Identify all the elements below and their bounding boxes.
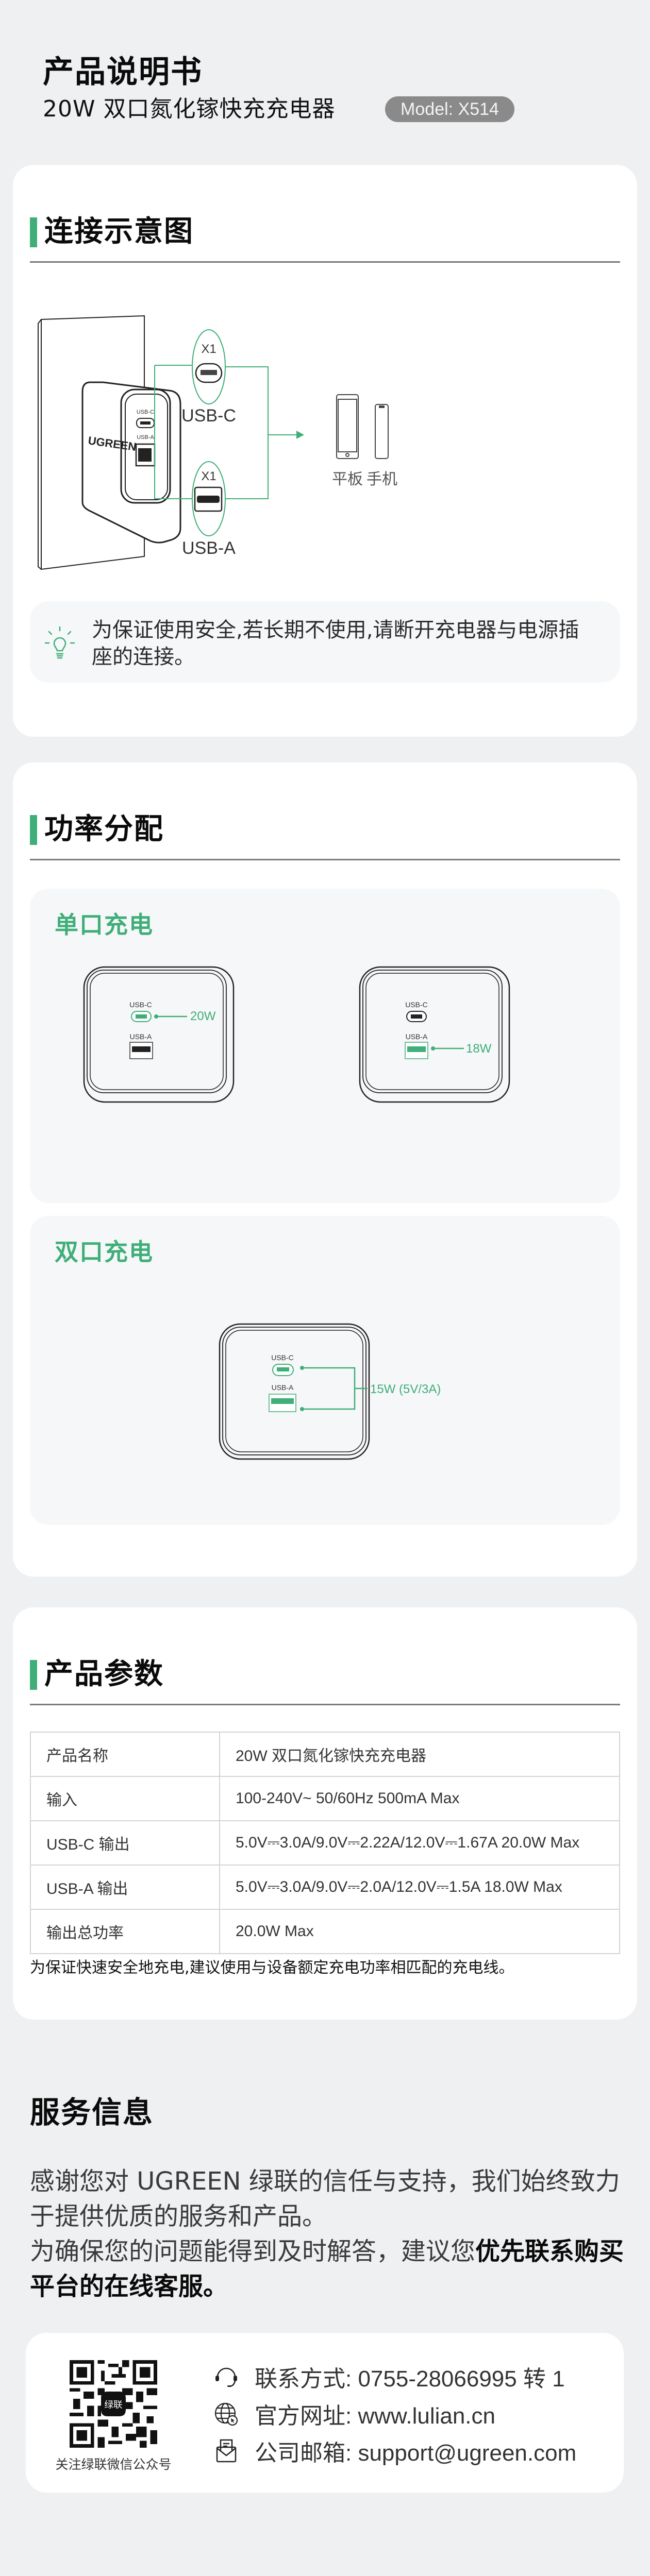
charger-front-icon [359,966,510,1103]
safety-tip-box: 为保证使用安全,若长期不使用,请断开充电器与电源插座的连接。 [30,601,620,683]
single-a-power: 18W [466,1042,492,1056]
section-accent-bar [30,217,37,247]
table-row: USB-A 输出 5.0V⎓3.0A/9.0V⎓2.0A/12.0V⎓1.5A … [30,1865,620,1910]
phone-icon [375,404,389,459]
svg-text:X1: X1 [201,342,216,356]
contact-website-text[interactable]: 官方网址: www.lulian.cn [255,2403,496,2429]
section-title-power: 功率分配 [44,812,164,846]
table-row: USB-C 输出 5.0V⎓3.0A/9.0V⎓2.22A/12.0V⎓1.67… [30,1820,620,1866]
contact-card: 绿联 关注绿联微信公众号 联系方式: 0755-28066995 转 1 官方网… [26,2333,624,2493]
model-badge: Model: X514 [385,96,514,122]
section-header: 功率分配 [30,809,620,860]
contact-email-text[interactable]: 公司邮箱: support@ugreen.com [255,2441,577,2466]
spec-key: USB-C 输出 [30,1820,220,1866]
spec-key: 输入 [30,1776,220,1821]
svg-text:USB-C: USB-C [137,409,154,415]
connection-card: 连接示意图 UGREEN USB-C USB-A X1 [13,165,637,737]
connection-diagram: UGREEN USB-C USB-A X1 USB-C X1 USB-A [38,315,397,570]
spec-table: 产品名称 20W 双口氮化镓快充充电器 输入 100-240V~ 50/60Hz… [30,1732,620,1954]
arrow-right-icon [296,431,304,439]
charger-front-icon [83,966,235,1103]
section-accent-bar [30,1660,37,1690]
usb-a-callout-label: USB-A [182,538,236,558]
section-header: 连接示意图 [30,211,620,263]
svg-text:USB-A: USB-A [272,1383,294,1392]
charger-front-icon [219,1323,370,1460]
svg-text:USB-A: USB-A [406,1032,428,1041]
svg-text:USB-A: USB-A [137,434,154,440]
spec-key: 产品名称 [30,1732,220,1777]
spec-key: USB-A 输出 [30,1865,220,1910]
single-c-power: 20W [190,1009,216,1023]
single-port-title: 单口充电 [55,911,154,939]
service-title: 服务信息 [30,2095,154,2130]
qr-logo-text: 绿联 [104,2399,123,2410]
dual-port-diagram: USB-C USB-A 15W (5V/3A) [219,1323,441,1460]
wechat-qr-code[interactable]: 绿联 [70,2360,157,2448]
mail-icon [216,2439,237,2463]
spec-value: 20.0W Max [219,1909,620,1954]
single-port-panel: 单口充电 USB-C USB-A 20W USB-C [30,889,620,1203]
tablet-icon [336,394,359,459]
safety-tip-text: 为保证使用安全,若长期不使用,请断开充电器与电源插座的连接。 [92,618,579,669]
section-header: 产品参数 [30,1654,620,1705]
spec-key: 输出总功率 [30,1909,220,1954]
product-subtitle: 20W 双口氮化镓快充充电器 [43,96,336,122]
usb-c-callout-label: USB-C [181,406,236,426]
lightbulb-icon [44,626,75,659]
contact-phone-row: 联系方式: 0755-28066995 转 1 [213,2361,565,2392]
connector-lines [154,365,299,499]
specs-card: 产品参数 产品名称 20W 双口氮化镓快充充电器 输入 100-240V~ 50… [13,1607,637,2020]
power-distribution-card: 功率分配 单口充电 USB-C USB-A 20W [13,762,637,1577]
svg-text:USB-C: USB-C [405,1001,428,1009]
service-advice-text: 为确保您的问题能得到及时解答，建议您优先联系购买平台的在线客服。 [30,2237,624,2301]
contact-email-row: 公司邮箱: support@ugreen.com [213,2435,576,2466]
service-advice-emphasis: 优先联系购买平台的在线客服。 [30,2237,624,2301]
dual-port-panel: 双口充电 USB-C USB-A 15W (5V/3A) [30,1216,620,1525]
svg-text:USB-C: USB-C [271,1353,294,1362]
headset-icon [215,2367,237,2387]
svg-text:USB-C: USB-C [129,1001,152,1009]
spec-value: 100-240V~ 50/60Hz 500mA Max [219,1776,620,1821]
qr-caption: 关注绿联微信公众号 [55,2457,172,2472]
page-title: 产品说明书 [43,54,203,90]
charger-icon [81,381,181,544]
contact-phone-text[interactable]: 联系方式: 0755-28066995 转 1 [255,2366,565,2392]
table-row: 输入 100-240V~ 50/60Hz 500mA Max [30,1776,620,1821]
phone-label: 手机 [366,471,397,488]
section-title-connection: 连接示意图 [44,215,194,248]
section-accent-bar [30,815,37,845]
table-row: 产品名称 20W 双口氮化镓快充充电器 [30,1732,620,1777]
dual-power: 15W (5V/3A) [370,1382,441,1396]
service-thanks-text: 感谢您对 UGREEN 绿联的信任与支持，我们始终致力于提供优质的服务和产品。 [30,2167,620,2231]
section-title-specs: 产品参数 [44,1657,164,1691]
dual-port-title: 双口充电 [55,1238,154,1266]
globe-icon [214,2402,238,2426]
cable-note: 为保证快速安全地充电,建议使用与设备额定充电功率相匹配的充电线。 [30,1959,514,1977]
wall-socket-icon [38,315,145,570]
contact-website-row: 官方网址: www.lulian.cn [213,2398,495,2429]
spec-value: 20W 双口氮化镓快充充电器 [219,1732,620,1777]
single-port-diagram: USB-C USB-A 20W USB-C USB-A 18W [83,966,510,1103]
tablet-label: 平板 [332,471,363,488]
spec-value: 5.0V⎓3.0A/9.0V⎓2.0A/12.0V⎓1.5A 18.0W Max [219,1865,620,1910]
svg-text:X1: X1 [201,469,216,483]
spec-value: 5.0V⎓3.0A/9.0V⎓2.22A/12.0V⎓1.67A 20.0W M… [219,1820,620,1866]
svg-text:USB-A: USB-A [130,1032,152,1041]
table-row: 输出总功率 20.0W Max [30,1909,620,1954]
